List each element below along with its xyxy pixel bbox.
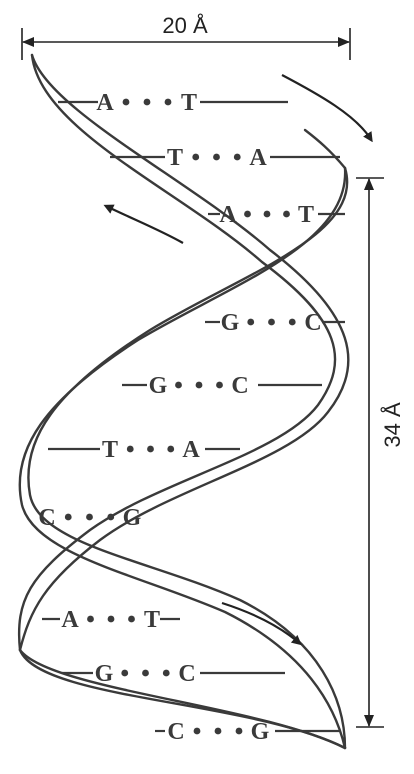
base-right-7: G [123, 505, 142, 531]
hydrogen-bond-dot [175, 381, 182, 389]
hydrogen-bond-dot [142, 669, 149, 677]
hydrogen-bond-dot [283, 210, 290, 218]
hydrogen-bond-dot [143, 98, 151, 106]
pitch-label: 34 Å [380, 402, 405, 448]
base-left-1: A [96, 90, 114, 116]
hydrogen-bond-dot [213, 153, 220, 161]
hydrogen-bond-dot [288, 318, 296, 326]
pitch-dimension [356, 177, 384, 728]
direction-arrows [103, 74, 373, 646]
base-left-3: A [219, 202, 237, 228]
base-left-6: T [102, 437, 118, 463]
base-right-6: A [182, 437, 200, 463]
hydrogen-bond-dot [233, 153, 241, 161]
hydrogen-bond-dot [122, 98, 130, 106]
arrow-top-right [281, 74, 373, 143]
hydrogen-bond-dot [195, 381, 203, 389]
strand-a [18, 53, 350, 750]
base-right-1: T [181, 90, 197, 116]
hydrogen-bond-dot [162, 669, 170, 677]
base-left-2: T [167, 145, 183, 171]
hydrogen-bond-dot [64, 513, 72, 521]
strand-a-edge-1 [18, 53, 337, 652]
hydrogen-bond-dot [164, 98, 172, 106]
base-left-8: A [61, 607, 79, 633]
base-left-9: G [95, 661, 114, 687]
arrow-top-left [103, 204, 184, 244]
hydrogen-bond-dot [128, 615, 135, 623]
arrow-bottom-right [221, 601, 302, 646]
hydrogen-bond-dot [87, 615, 94, 623]
hydrogen-bond-dot [235, 727, 243, 735]
width-label: 20 Å [162, 13, 208, 38]
hydrogen-bond-dot [147, 445, 154, 453]
hydrogen-bond-dot [167, 445, 175, 453]
base-left-5: G [149, 373, 168, 399]
hydrogen-bond-dot [192, 153, 200, 161]
strand-b-edge-3 [303, 128, 347, 170]
width-dimension [21, 28, 351, 60]
base-right-3: T [298, 202, 314, 228]
hydrogen-bond-dot [247, 318, 255, 326]
strand-b-edge-2 [18, 166, 347, 750]
base-right-9: C [178, 661, 195, 687]
hydrogen-bond-dot [193, 727, 201, 735]
hydrogen-bond-dot [107, 513, 115, 521]
base-left-10: C [167, 719, 184, 745]
hydrogen-bond-dot [107, 615, 115, 623]
rung-lines [42, 100, 345, 733]
hydrogen-bond-dot [214, 727, 222, 735]
strand-a-edge-4 [18, 648, 347, 750]
strand-b-edge-1 [27, 166, 349, 750]
hydrogen-bond-dot [121, 669, 129, 677]
hydrogen-bond-dot [268, 318, 275, 326]
hydrogen-bond-dot [263, 210, 271, 218]
base-right-8: T [144, 607, 160, 633]
base-right-4: C [304, 310, 321, 336]
hydrogen-bond-dot [216, 381, 223, 389]
strand-b [18, 128, 349, 750]
strand-a-edge-2 [18, 53, 350, 652]
base-right-2: A [249, 145, 267, 171]
hydrogen-bond-dot [244, 210, 251, 218]
base-left-7: C [38, 505, 55, 531]
hydrogen-bond-dot [126, 445, 134, 453]
base-right-10: G [251, 719, 270, 745]
base-right-5: C [231, 373, 248, 399]
base-left-4: G [221, 310, 240, 336]
hydrogen-bond-dot [86, 513, 93, 521]
